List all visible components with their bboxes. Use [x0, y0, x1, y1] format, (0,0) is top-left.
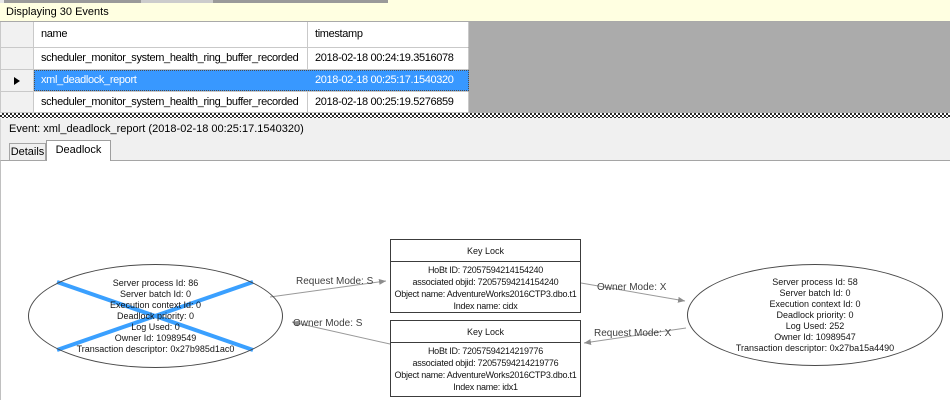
process-attr: Server batch Id: 0 [119, 288, 192, 299]
cell-timestamp[interactable]: 2018-02-18 00:25:19.5276859 [308, 92, 469, 112]
cell-name[interactable]: scheduler_monitor_system_health_ring_buf… [34, 48, 308, 69]
resource-attr: HoBt ID: 72057594214154240 [427, 265, 544, 275]
edge-label-request-x: Request Mode: X [594, 328, 672, 339]
process-attr: Execution context Id: 0 [109, 299, 202, 310]
row-selector-cell[interactable] [1, 70, 34, 91]
detail-tab-strip: Details Deadlock [0, 139, 950, 161]
row-selector-cell[interactable] [1, 92, 34, 112]
process-attr: Log Used: 0 [131, 321, 180, 332]
process-attr: Deadlock priority: 0 [116, 310, 195, 321]
process-attr: Transaction descriptor: 0x27ba15a4490 [735, 342, 895, 353]
selected-event-text: Event: xml_deadlock_report (2018-02-18 0… [9, 123, 304, 135]
edge-label-request-s: Request Mode: S [296, 276, 374, 287]
resource-attr: Index name: cidx [453, 301, 518, 311]
tab-details[interactable]: Details [9, 143, 46, 160]
table-row[interactable]: scheduler_monitor_system_health_ring_buf… [1, 92, 469, 113]
process-attr: Log Used: 252 [785, 320, 845, 331]
current-row-arrow-icon [14, 76, 20, 85]
resource-body: HoBt ID: 72057594214219776 associated ob… [391, 343, 580, 393]
events-table: name timestamp scheduler_monitor_system_… [0, 22, 469, 113]
resource-attr: Object name: AdventureWorks2016CTP3.dbo.… [394, 370, 577, 380]
selected-event-bar: Event: xml_deadlock_report (2018-02-18 0… [0, 118, 950, 139]
edge-label-owner-s: Owner Mode: S [293, 318, 363, 329]
resource-node-keylock-top[interactable]: Key Lock HoBt ID: 72057594214154240 asso… [390, 239, 581, 313]
process-attr: Transaction descriptor: 0x27b985d1ac0 [76, 343, 235, 354]
events-count-banner: Displaying 30 Events [0, 3, 950, 22]
process-attr: Owner Id: 10989549 [114, 332, 197, 343]
table-row-selected[interactable]: xml_deadlock_report 2018-02-18 00:25:17.… [1, 70, 469, 92]
resource-attr: Index name: idx1 [453, 382, 518, 392]
row-cells: scheduler_monitor_system_health_ring_buf… [34, 48, 469, 69]
row-selector-header-cell [1, 22, 34, 47]
resource-attr: associated objid: 72057594214154240 [412, 277, 559, 287]
resource-body: HoBt ID: 72057594214154240 associated ob… [391, 262, 580, 312]
cell-timestamp[interactable]: 2018-02-18 00:25:17.1540320 [308, 70, 469, 91]
edge-label-owner-x: Owner Mode: X [597, 282, 667, 293]
cell-name[interactable]: scheduler_monitor_system_health_ring_buf… [34, 92, 308, 112]
resource-attr: HoBt ID: 72057594214219776 [427, 346, 544, 356]
process-attr: Execution context Id: 0 [769, 298, 861, 309]
events-table-header: name timestamp [1, 22, 469, 48]
row-cells: xml_deadlock_report 2018-02-18 00:25:17.… [34, 70, 469, 91]
resource-title: Key Lock [391, 240, 580, 262]
row-cells: scheduler_monitor_system_health_ring_buf… [34, 92, 469, 112]
events-grid-area: name timestamp scheduler_monitor_system_… [0, 22, 950, 113]
clipped-toolbar-edge [0, 0, 950, 3]
column-header-timestamp[interactable]: timestamp [308, 22, 469, 47]
grid-detail-splitter[interactable] [0, 113, 950, 118]
row-selector-cell[interactable] [1, 48, 34, 69]
resource-node-keylock-bottom[interactable]: Key Lock HoBt ID: 72057594214219776 asso… [390, 320, 581, 397]
process-node-victim[interactable]: Server process Id: 86 Server batch Id: 0… [28, 264, 283, 368]
process-node[interactable]: Server process Id: 58 Server batch Id: 0… [687, 264, 943, 366]
events-count-text: Displaying 30 Events [6, 6, 109, 18]
process-attr: Owner Id: 10989547 [774, 331, 856, 342]
process-attr: Deadlock priority: 0 [776, 309, 854, 320]
process-attr: Server process Id: 58 [772, 276, 858, 287]
tab-deadlock[interactable]: Deadlock [46, 140, 111, 161]
process-attr: Server process Id: 86 [112, 277, 199, 288]
cell-timestamp[interactable]: 2018-02-18 00:24:19.3516078 [308, 48, 469, 69]
resource-attr: Object name: AdventureWorks2016CTP3.dbo.… [394, 289, 577, 299]
column-header-name[interactable]: name [34, 22, 308, 47]
resource-attr: associated objid: 72057594214219776 [412, 358, 559, 368]
cell-name[interactable]: xml_deadlock_report [34, 70, 308, 91]
resource-title: Key Lock [391, 321, 580, 343]
table-row[interactable]: scheduler_monitor_system_health_ring_buf… [1, 48, 469, 70]
process-attr: Server batch Id: 0 [779, 287, 851, 298]
